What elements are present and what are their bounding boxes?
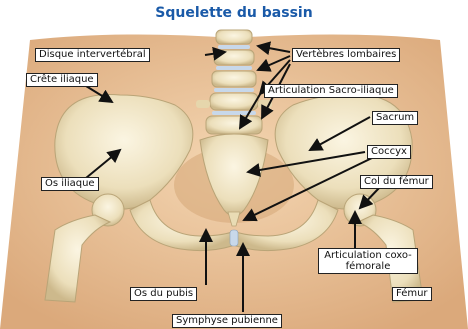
label-symphyse-pubienne: Symphyse pubienne xyxy=(172,314,282,328)
label-os-du-pubis: Os du pubis xyxy=(130,287,197,301)
label-femur: Fémur xyxy=(392,287,432,301)
label-sacrum: Sacrum xyxy=(372,111,418,125)
pubic-symphysis xyxy=(230,230,238,246)
label-disque-intervertebral: Disque intervertébral xyxy=(35,48,150,62)
label-coccyx: Coccyx xyxy=(367,145,411,159)
label-os-iliaque: Os iliaque xyxy=(41,177,99,191)
label-articulation-sacro-iliaque: Articulation Sacro-iliaque xyxy=(264,84,398,98)
diagram-title: Squelette du bassin xyxy=(0,5,468,21)
label-articulation-coxo-femorale: Articulation coxo-fémorale xyxy=(318,248,418,274)
label-vertebres-lombaires: Vertèbres lombaires xyxy=(292,48,400,62)
label-col-du-femur: Col du fémur xyxy=(360,175,433,189)
label-crete-iliaque: Crête iliaque xyxy=(26,73,98,87)
